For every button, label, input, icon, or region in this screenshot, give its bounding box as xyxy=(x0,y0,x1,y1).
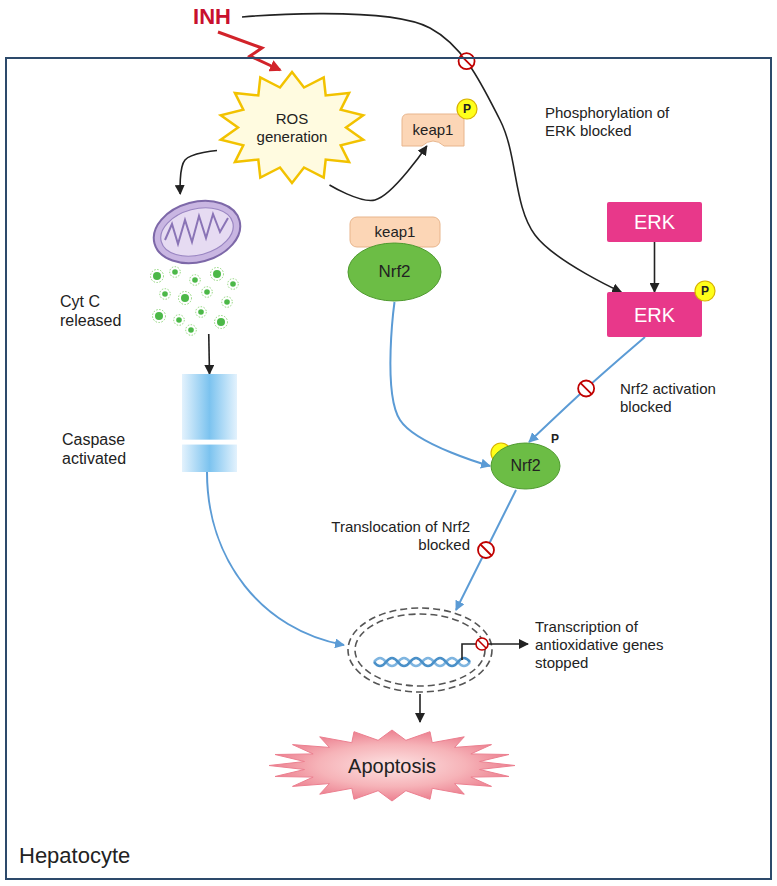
caspase-bar: Caspase activated xyxy=(182,374,237,472)
starburst-outline xyxy=(269,730,515,801)
node-label: ROS generation xyxy=(250,110,334,146)
nrf2-protein: Nrf2P xyxy=(490,442,561,490)
mitochondrion-inner xyxy=(155,200,238,264)
cytochrome-dot xyxy=(153,310,166,323)
erk-protein: ERKP xyxy=(607,292,702,337)
phospho-tag: P xyxy=(456,98,478,120)
node-label: Cyt C released xyxy=(60,292,142,330)
phospho-tag: P xyxy=(694,280,716,302)
pathway-arrow xyxy=(390,302,490,466)
block-symbol xyxy=(478,542,494,558)
cytochrome-dot xyxy=(186,325,197,336)
pathway-arrow xyxy=(180,151,217,195)
mitochondrion-shape xyxy=(147,194,242,334)
cytochrome-dot xyxy=(174,315,185,326)
cytochrome-dot xyxy=(190,275,201,286)
cytochrome-dot xyxy=(215,316,228,329)
protein-outline xyxy=(491,443,560,489)
block-note: Nrf2 activation blocked xyxy=(620,380,740,416)
block-symbol xyxy=(476,638,488,650)
caspase-segment xyxy=(182,445,237,472)
phospho-circle xyxy=(457,99,477,119)
caspase-bar-shape xyxy=(182,374,237,472)
phospho-tag: P xyxy=(544,428,566,450)
protein-outline xyxy=(402,114,464,146)
block-symbol xyxy=(459,53,475,69)
block-symbol xyxy=(578,381,594,397)
mitochondrion: Cyt C released xyxy=(147,194,242,334)
node-label: INH xyxy=(193,4,231,30)
protein-outline xyxy=(607,292,702,337)
node-label: P xyxy=(701,284,709,298)
pathway-arrow xyxy=(218,32,280,70)
apoptosis-burst: Apoptosis xyxy=(267,728,517,803)
cytochrome-dot xyxy=(151,270,164,283)
pathway-arrow xyxy=(654,242,656,292)
node-label: P xyxy=(551,432,559,446)
cytochrome-dot xyxy=(202,287,213,298)
node-label: ERK xyxy=(634,303,675,327)
node-label: keap1 xyxy=(413,121,454,139)
cytochrome-dot xyxy=(160,289,171,300)
cytochrome-dot xyxy=(179,292,192,305)
pathway-arrow xyxy=(419,694,421,722)
nucleus-membrane xyxy=(348,608,492,692)
node-label: Hepatocyte xyxy=(19,843,239,869)
dna-strand xyxy=(374,658,470,666)
block-note: Translocation of Nrf2 blocked xyxy=(320,518,470,554)
cell-boundary: HepatocyteROS generationkeap1PCyt C rele… xyxy=(5,57,772,880)
cytochrome-dot xyxy=(170,267,181,278)
nrf2-protein: Nrf2 xyxy=(347,242,442,302)
block-note: Transcription of antioxidative genes sto… xyxy=(535,618,685,672)
cytochrome-dot xyxy=(222,297,233,308)
phospho-circle xyxy=(695,281,715,301)
mitochondrion-outer xyxy=(147,192,248,273)
node-label: Nrf2 xyxy=(378,262,410,282)
nucleus-membrane xyxy=(355,614,485,686)
node-label: Nrf2 xyxy=(510,456,540,475)
protein-outline xyxy=(350,217,440,247)
node-label: ERK xyxy=(634,210,675,234)
node-label: keap1 xyxy=(375,223,416,241)
protein-outline xyxy=(607,202,702,242)
pathway-arrow xyxy=(207,472,344,645)
pathway-arrow xyxy=(208,334,210,374)
dna-strand xyxy=(374,658,470,666)
erk-protein: ERK xyxy=(607,202,702,242)
node-label: P xyxy=(463,102,471,116)
ros-burst: ROS generation xyxy=(217,70,367,185)
keap1-protein: keap1 xyxy=(350,217,440,247)
caspase-segment xyxy=(182,374,237,440)
cytochrome-dot xyxy=(196,307,207,318)
starburst-outline xyxy=(221,72,363,183)
keap1-protein: keap1P xyxy=(402,114,464,146)
cytochrome-dot xyxy=(228,279,239,290)
cristae xyxy=(165,214,228,244)
cytochrome-dot xyxy=(211,268,224,281)
node-label: Caspase activated xyxy=(62,430,162,468)
block-note: Phosphorylation of ERK blocked xyxy=(545,104,695,140)
transcription-arrow xyxy=(462,644,528,660)
node-label: Apoptosis xyxy=(348,754,436,778)
protein-outline xyxy=(348,243,441,301)
drug-label: INH xyxy=(182,2,242,32)
